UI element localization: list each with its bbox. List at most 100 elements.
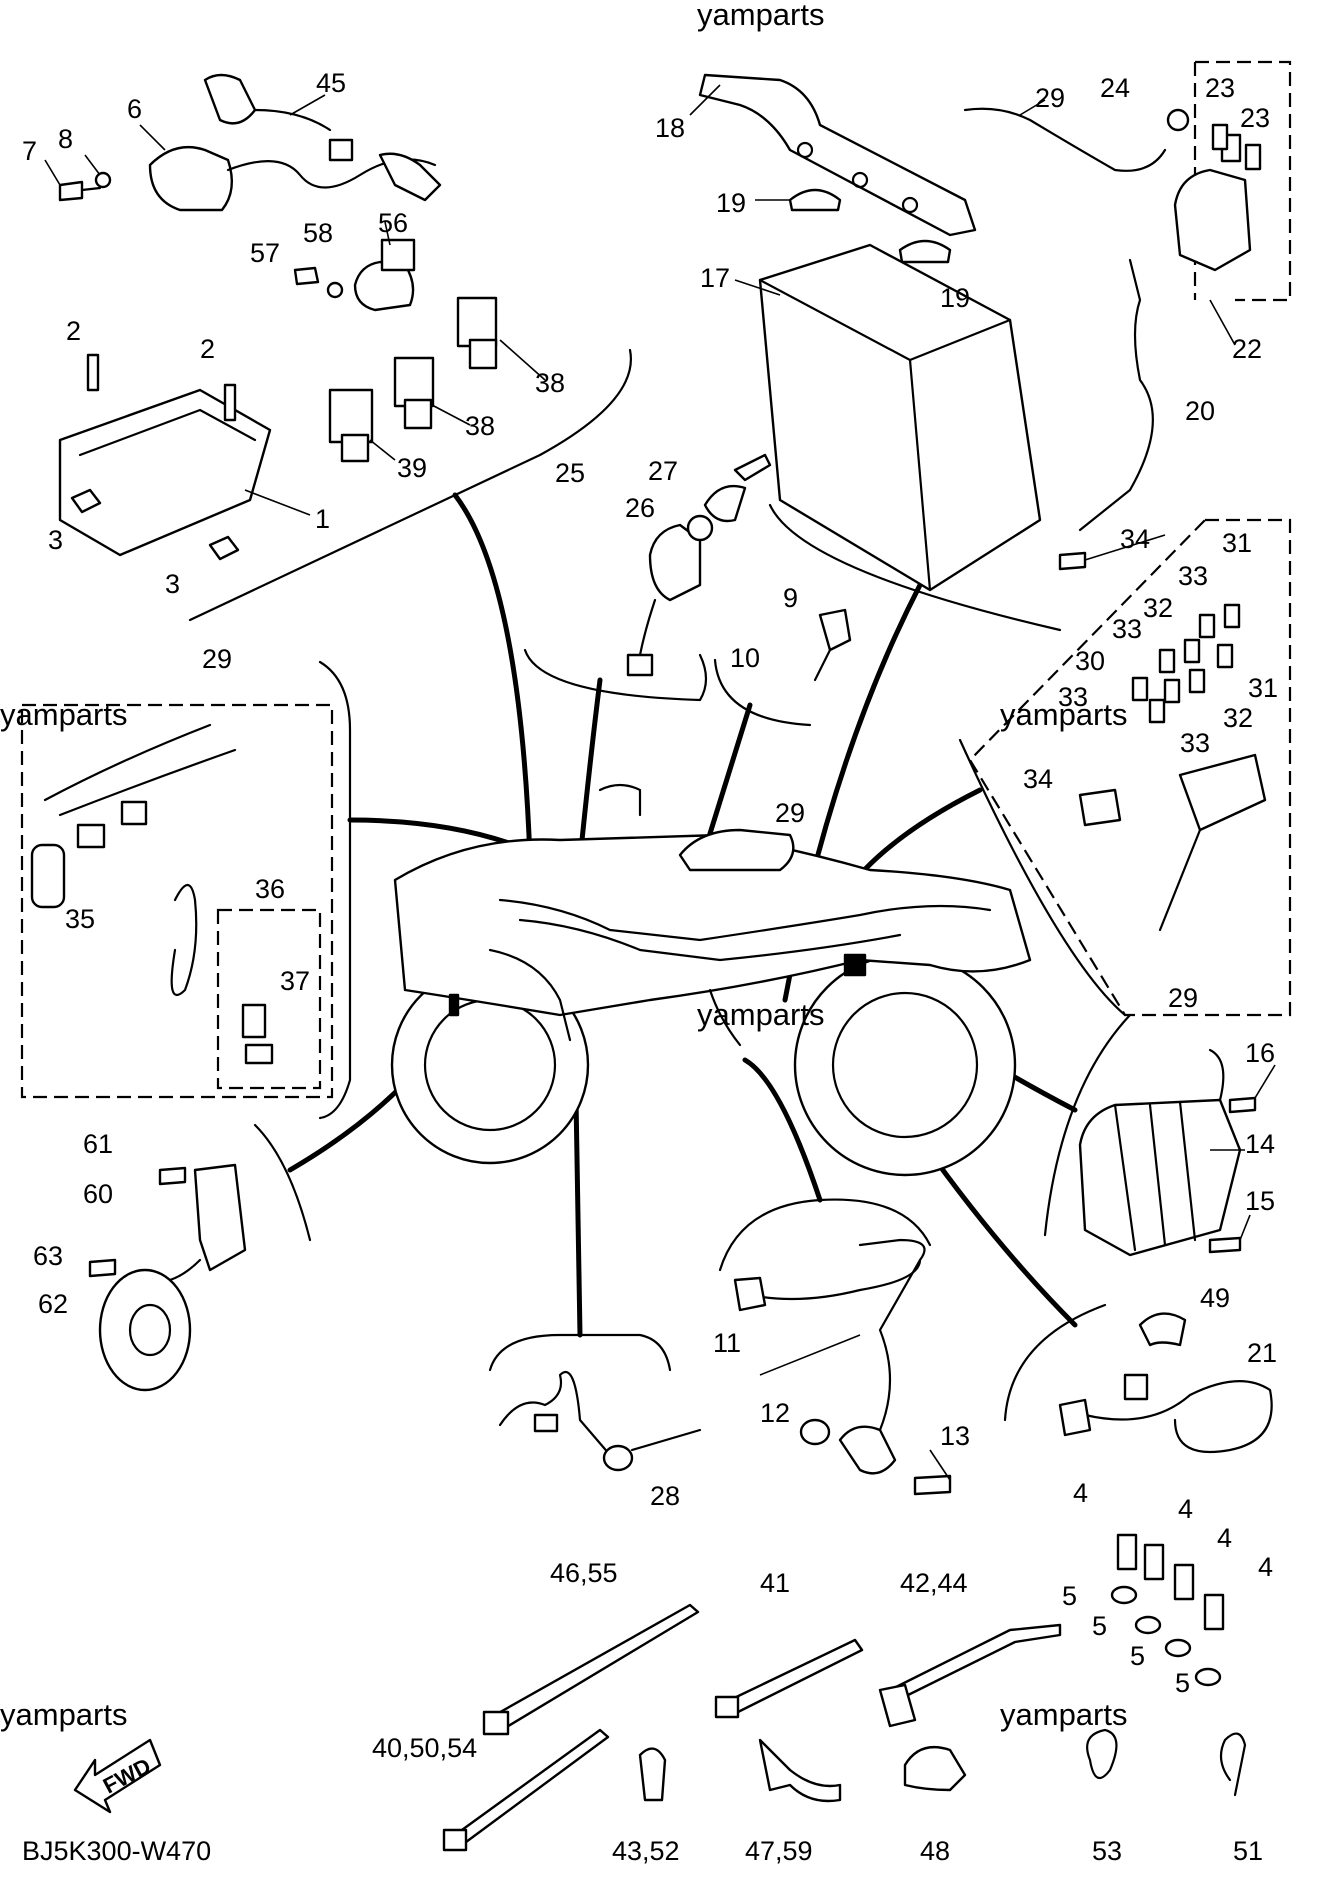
callout: 2 (200, 334, 215, 364)
relay-38-a (456, 296, 498, 370)
left-panel-curve (43, 723, 237, 817)
callout: 36 (255, 874, 285, 904)
callout: 51 (1233, 1836, 1263, 1866)
callout: 11 (713, 1328, 741, 1358)
group-outline-crank-sensor (718, 1198, 932, 1272)
callout: 5 (1175, 1668, 1190, 1698)
watermarks: yamparts yamparts yamparts yamparts yamp… (0, 0, 1127, 1732)
callout: 29 (775, 798, 805, 828)
bolt-7 (58, 180, 102, 202)
callout: 17 (700, 263, 730, 293)
callout: 16 (1245, 1038, 1275, 1068)
fuse-23-b (1244, 143, 1262, 171)
connector-11-plug (733, 1276, 767, 1312)
callout: 4 (1217, 1523, 1232, 1553)
callout: 37 (280, 966, 310, 996)
watermark-text: yamparts (1000, 697, 1127, 732)
callout: 32 (1223, 703, 1253, 733)
callout: 10 (730, 643, 760, 673)
callout: 6 (127, 94, 142, 124)
fuse-box-30 (1158, 753, 1267, 932)
callout: 32 (1143, 593, 1173, 623)
cable-tie-46-55 (482, 1603, 700, 1736)
cable-tie-41 (714, 1638, 864, 1719)
o-ring-12 (799, 1418, 831, 1446)
cap-19-b (898, 239, 952, 264)
nut-26 (686, 514, 714, 542)
nut-24 (1166, 108, 1190, 132)
callout: 29 (1035, 83, 1065, 113)
band-42-44 (878, 1623, 1062, 1728)
callout: 58 (303, 218, 333, 248)
clamp-51 (1219, 1732, 1247, 1797)
callout: 49 (1200, 1283, 1230, 1313)
callout: 45 (316, 68, 346, 98)
fuse-connector-34 (1078, 788, 1122, 827)
callout: 5 (1130, 1641, 1145, 1671)
bolt-16 (1228, 1096, 1257, 1114)
washer-8 (94, 171, 112, 189)
clamp-49 (1138, 1312, 1187, 1347)
group-outline-key-switch (523, 648, 708, 702)
ignition-coil (148, 73, 442, 212)
watermark-text: yamparts (697, 0, 824, 32)
clamp-43-52 (638, 1747, 667, 1802)
callout: 1 (315, 504, 330, 534)
wire-11 (748, 1238, 926, 1301)
callout: 33 (1180, 728, 1210, 758)
thermo-switch-harness-21 (1058, 1373, 1273, 1454)
clamp-47-59 (758, 1738, 842, 1803)
washer-5-a (1110, 1585, 1138, 1605)
callout: 31 (1222, 528, 1252, 558)
callout: 8 (58, 124, 73, 154)
group-outline-horn (253, 1123, 312, 1242)
group-outline-fuse-box (968, 518, 1292, 1017)
wire-36 (170, 883, 198, 997)
battery-17 (758, 243, 1042, 592)
sensor-28 (498, 1370, 702, 1472)
callout: 30 (1075, 646, 1105, 676)
callout: 34 (1120, 524, 1150, 554)
connector-37 (241, 1003, 274, 1065)
callout: 5 (1092, 1611, 1107, 1641)
callout: 4 (1258, 1552, 1273, 1582)
callout: 56 (378, 208, 408, 238)
group-outline-thermo (1003, 1303, 1107, 1422)
callout: 38 (535, 368, 565, 398)
cap-19-a (788, 188, 842, 212)
atv-vehicle (390, 783, 1032, 1177)
washer-5-b (1134, 1615, 1162, 1635)
bolt-2-left (86, 353, 100, 392)
watermark-text: yamparts (1000, 1697, 1127, 1732)
callout: 31 (1248, 673, 1278, 703)
callout: 25 (555, 458, 585, 488)
thermo-switch-4-b (1143, 1543, 1165, 1581)
group-outline-sensor-9 (713, 658, 812, 727)
callout: 19 (716, 188, 746, 218)
callout: 22 (1232, 334, 1262, 364)
nut-3-b (208, 535, 240, 561)
clamp-48 (903, 1745, 967, 1792)
grommet-35 (30, 800, 148, 909)
key-27 (703, 453, 772, 523)
relay-38-b (393, 356, 435, 430)
diagram-code: BJ5K300-W470 (22, 1836, 211, 1866)
callout: 33 (1112, 614, 1142, 644)
callout: 3 (165, 569, 180, 599)
leader-top-left (452, 492, 533, 863)
callout: 20 (1185, 396, 1215, 426)
callout: 57 (250, 238, 280, 268)
callout: 29 (202, 644, 232, 674)
callout: 61 (83, 1129, 113, 1159)
relay-39 (328, 388, 374, 463)
callout: 15 (1245, 1186, 1275, 1216)
group-outline-sensor-28 (488, 1333, 672, 1372)
callout: 26 (625, 493, 655, 523)
callout: 12 (760, 1398, 790, 1428)
callout: 28 (650, 1481, 680, 1511)
bolt-61 (158, 1166, 187, 1186)
callout: 21 (1247, 1338, 1277, 1368)
group-outline-left-panel (318, 660, 352, 1120)
leader-crank (742, 1057, 823, 1203)
